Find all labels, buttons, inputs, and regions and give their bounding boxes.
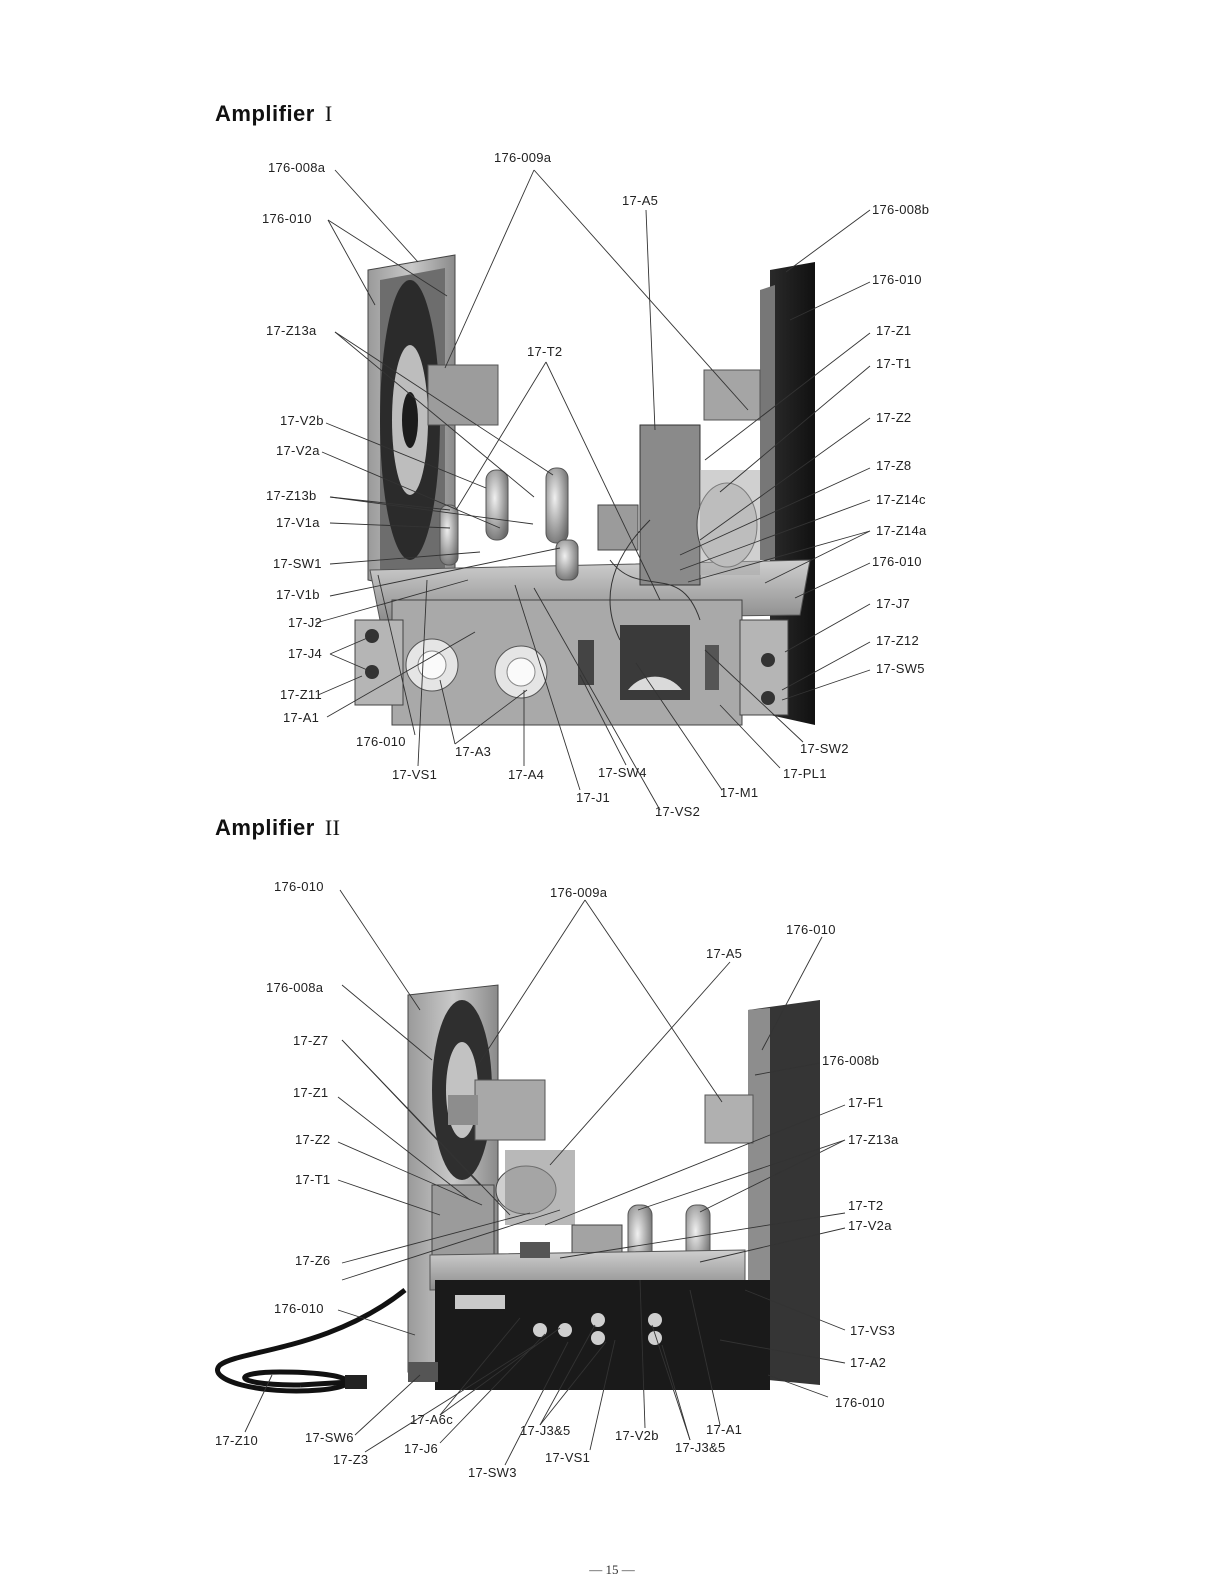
amp1-label: 17-SW1	[273, 556, 322, 571]
amp1-label: 17-SW2	[800, 741, 849, 756]
amplifier-2-heading: Amplifier II	[215, 815, 341, 841]
amp1-label: 176-009a	[494, 150, 552, 165]
amp1-label: 17-Z2	[876, 410, 912, 425]
amp1-label: 176-010	[872, 272, 922, 287]
amp2-label: 17-J3&5	[520, 1423, 571, 1438]
amp1-label: 17-A3	[455, 744, 492, 759]
amp1-label: 17-T2	[527, 344, 563, 359]
amp2-label: 176-010	[274, 1301, 324, 1316]
amp2-label: 17-A1	[706, 1422, 743, 1437]
amp2-label: 17-Z7	[293, 1033, 329, 1048]
amplifier-2-photo	[215, 984, 820, 1394]
amp2-label: 17-A2	[850, 1355, 887, 1370]
amplifier-2-numeral: II	[324, 815, 341, 840]
amp2-label: 17-Z13a	[848, 1132, 899, 1147]
amp2-label: 176-009a	[550, 885, 608, 900]
amp1-label: 17-Z1	[876, 323, 912, 338]
amp2-label: 176-008a	[266, 980, 324, 995]
amp1-label: 17-T1	[876, 356, 912, 371]
amp2-label: 176-010	[274, 879, 324, 894]
amplifier-1-photo	[354, 254, 815, 726]
amp1-label: 17-V1a	[276, 515, 320, 530]
amplifier-1-numeral: I	[324, 101, 333, 126]
amp2-label: 176-008b	[822, 1053, 880, 1068]
amp2-label: 17-Z3	[333, 1452, 369, 1467]
amp1-label: 176-010	[262, 211, 312, 226]
amp2-label: 17-T1	[295, 1172, 331, 1187]
amp2-label: 17-J3&5	[675, 1440, 726, 1455]
amp1-label: 17-V1b	[276, 587, 320, 602]
amp1-label: 176-008a	[268, 160, 326, 175]
amp1-label: 17-Z14a	[876, 523, 927, 538]
amplifier-1-title: Amplifier	[215, 101, 315, 126]
amp1-label: 17-J7	[876, 596, 911, 611]
amp1-label: 17-SW4	[598, 765, 647, 780]
amp2-label: 17-SW3	[468, 1465, 517, 1480]
amplifier-2-leader-lines	[244, 889, 846, 1466]
amp1-label: 17-J4	[288, 646, 323, 661]
page-number: — 15 —	[589, 1562, 635, 1577]
amp1-label: 17-VS2	[655, 804, 701, 819]
amp1-label: 17-J1	[576, 790, 611, 805]
amp1-label: 17-A4	[508, 767, 545, 782]
amp2-label: 17-VS3	[850, 1323, 896, 1338]
amp1-label: 17-Z14c	[876, 492, 926, 507]
amp2-label: 17-T2	[848, 1198, 884, 1213]
amp2-label: 17-Z10	[215, 1433, 258, 1448]
amp2-label: 176-010	[835, 1395, 885, 1410]
amp1-label: 17-PL1	[783, 766, 827, 781]
amp2-label: 17-V2b	[615, 1428, 659, 1443]
amplifier-1-heading: Amplifier I	[215, 101, 333, 127]
amplifier-2-title: Amplifier	[215, 815, 315, 840]
amp1-label: 17-V2b	[280, 413, 324, 428]
amp1-label: 17-Z11	[280, 687, 323, 702]
amp1-label: 176-010	[872, 554, 922, 569]
amp1-label: 17-V2a	[276, 443, 320, 458]
amp2-label: 17-A5	[706, 946, 743, 961]
amp2-label: 17-A6c	[410, 1412, 453, 1427]
amp1-label: 17-VS1	[392, 767, 438, 782]
amp1-label: 176-008b	[872, 202, 930, 217]
amp2-label: 17-J6	[404, 1441, 439, 1456]
amp2-label: 17-V2a	[848, 1218, 892, 1233]
amp1-label: 17-Z13a	[266, 323, 317, 338]
amp1-label: 17-M1	[720, 785, 759, 800]
amplifier-1-leader-lines	[315, 169, 871, 811]
amp2-label: 17-F1	[848, 1095, 884, 1110]
amp1-label: 17-SW5	[876, 661, 925, 676]
amp2-label: 17-Z6	[295, 1253, 331, 1268]
amp1-label: 176-010	[356, 734, 406, 749]
amp2-label: 17-Z1	[293, 1085, 329, 1100]
amp1-label: 17-Z12	[876, 633, 919, 648]
amp1-label: 17-Z8	[876, 458, 912, 473]
amp2-label: 176-010	[786, 922, 836, 937]
amp1-label: 17-A1	[283, 710, 320, 725]
amp1-label: 17-J2	[288, 615, 323, 630]
amp2-label: 17-SW6	[305, 1430, 354, 1445]
amp2-label: 17-VS1	[545, 1450, 591, 1465]
amp1-label: 17-A5	[622, 193, 659, 208]
amp2-label: 17-Z2	[295, 1132, 331, 1147]
amp1-label: 17-Z13b	[266, 488, 317, 503]
